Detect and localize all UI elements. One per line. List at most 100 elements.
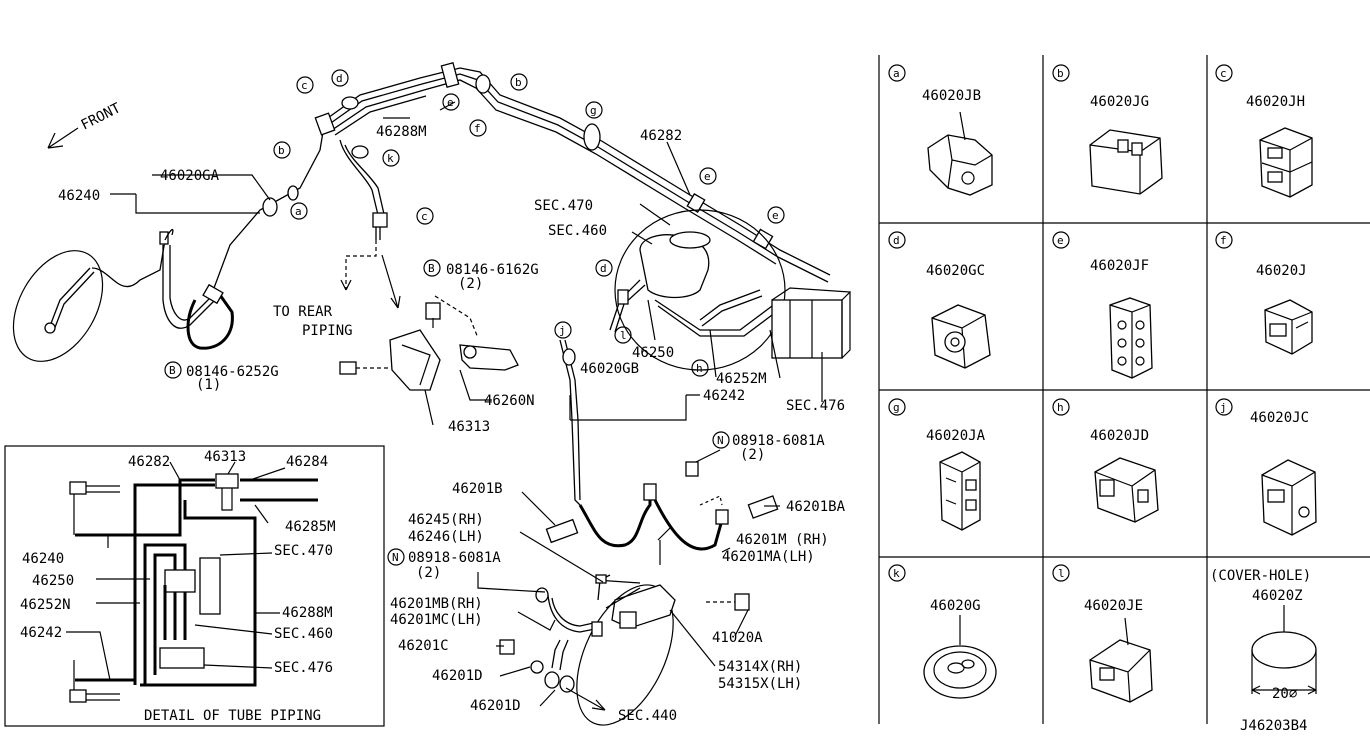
clip-key-g: g — [893, 401, 900, 414]
label-46201MB-rh: 46201MB(RH) — [390, 596, 483, 612]
detail-label-sec460: SEC.460 — [274, 626, 333, 642]
label-46020GB: 46020GB — [580, 361, 639, 377]
clip-part-46020GC: 46020GC — [926, 263, 985, 279]
label-46313: 46313 — [448, 419, 490, 435]
label-46201D-2: 46201D — [470, 698, 521, 714]
clip-parts-grid: a 46020JB b 46020JG c 46020JH — [878, 55, 1370, 724]
clip-key-c: c — [1220, 67, 1227, 80]
detail-label-46242: 46242 — [20, 625, 62, 641]
detail-title: DETAIL OF TUBE PIPING — [144, 708, 321, 724]
clip-part-46020JC: 46020JC — [1250, 410, 1309, 426]
abs-actuator — [771, 299, 843, 359]
label-46201MC-lh: 46201MC(LH) — [390, 612, 483, 628]
clip-cell-e: e 46020JF — [1052, 231, 1153, 379]
clip-part-46020JH: 46020JH — [1246, 94, 1305, 110]
clip-key-f: f — [1220, 234, 1227, 247]
label-46242: 46242 — [703, 388, 745, 404]
clip-part-46020JA: 46020JA — [926, 428, 986, 444]
diagram-code: J46203B4 — [1240, 718, 1307, 734]
callout-l-1: l — [620, 329, 627, 342]
detail-label-sec470: SEC.470 — [274, 543, 333, 559]
clip-46020JA-icon — [939, 451, 981, 531]
label-46288M: 46288M — [376, 124, 427, 140]
clip-46020JE-icon — [1089, 617, 1153, 703]
label-46245-rh: 46245(RH) — [408, 512, 484, 528]
clip-46020JF-icon — [1109, 297, 1153, 379]
label-46250: 46250 — [632, 345, 674, 361]
clip-key-l: l — [1058, 567, 1065, 580]
callout-k-1: k — [387, 152, 394, 165]
clip-cell-cover-hole: (COVER-HOLE) 46020Z 20∅ — [1210, 568, 1317, 702]
clip-part-46020JD: 46020JD — [1090, 428, 1149, 444]
clip-key-d: d — [893, 234, 900, 247]
clip-key-h: h — [1057, 401, 1064, 414]
brake-booster-outline — [614, 209, 786, 371]
clip-cell-l: l 46020JE — [1052, 564, 1153, 703]
detail-label-46284: 46284 — [286, 454, 328, 470]
clip-46020JC-icon — [1261, 459, 1317, 536]
clip-46020JD-icon — [1094, 457, 1159, 523]
clip-part-46020JG: 46020JG — [1090, 94, 1149, 110]
callout-bolt-b-1: B — [428, 262, 435, 275]
front-label: FRONT — [79, 100, 124, 134]
label-nut-08918-6081A-1: 08918-6081A — [732, 433, 825, 449]
callout-e-3: e — [772, 209, 779, 222]
clip-part-46020JE: 46020JE — [1084, 598, 1143, 614]
callout-nut-n-2: N — [392, 551, 399, 564]
label-bolt-08146-6162G: 08146-6162G — [446, 262, 539, 278]
clip-cell-f: f 46020J — [1215, 231, 1313, 355]
label-54315X-lh: 54315X(LH) — [718, 676, 802, 692]
clip-cell-k: k 46020G — [888, 564, 997, 699]
cover-hole-46020Z-icon: 20∅ — [1251, 605, 1317, 702]
callout-g-1: g — [590, 104, 597, 117]
callout-b-1: b — [278, 144, 285, 157]
clip-cell-c: c 46020JH — [1215, 64, 1313, 198]
cover-hole-diameter: 20∅ — [1272, 686, 1298, 702]
clip-key-e: e — [1057, 234, 1064, 247]
label-46020GA: 46020GA — [160, 168, 220, 184]
callout-a-1: a — [295, 205, 302, 218]
clip-key-j: j — [1220, 401, 1227, 414]
clip-part-46020Z: 46020Z — [1252, 588, 1303, 604]
detail-label-46313: 46313 — [204, 449, 246, 465]
clip-cell-b: b 46020JG — [1052, 64, 1163, 195]
clip-46020JG-icon — [1089, 129, 1163, 195]
callout-markers: c d b a k c e f b g e e d l j h B B N N — [164, 69, 785, 566]
clip-part-46020J: 46020J — [1256, 263, 1307, 279]
label-nut2-qty: (2) — [416, 565, 441, 581]
label-sec460: SEC.460 — [548, 223, 607, 239]
detail-label-46288M: 46288M — [282, 605, 333, 621]
callout-f-1: f — [474, 122, 481, 135]
detail-label-46252N: 46252N — [20, 597, 71, 613]
label-46246-lh: 46246(LH) — [408, 529, 484, 545]
callout-c-1: c — [301, 79, 308, 92]
detail-label-46285M: 46285M — [285, 519, 336, 535]
label-sec476: SEC.476 — [786, 398, 845, 414]
clip-cell-g: g 46020JA — [888, 398, 986, 531]
clip-46020JH-icon — [1259, 127, 1313, 198]
label-nut-08918-6081A-2: 08918-6081A — [408, 550, 501, 566]
detail-label-46282: 46282 — [128, 454, 170, 470]
label-sec440: SEC.440 — [618, 708, 677, 724]
label-sec470: SEC.470 — [534, 198, 593, 214]
clip-part-46020JB: 46020JB — [922, 88, 981, 104]
clip-part-46020G: 46020G — [930, 598, 981, 614]
label-46201D-1: 46201D — [432, 668, 483, 684]
label-46252M: 46252M — [716, 371, 767, 387]
callout-e-1: e — [447, 96, 454, 109]
clip-key-k: k — [893, 567, 900, 580]
label-bolt2-qty: (1) — [196, 377, 221, 393]
callout-c-2: c — [421, 210, 428, 223]
clip-46020GC-icon — [931, 304, 991, 369]
clip-cell-h: h 46020JD — [1052, 398, 1159, 523]
clip-key-b: b — [1057, 67, 1064, 80]
label-bolt-08146-6252G: 08146-6252G — [186, 364, 279, 380]
label-46201MA-lh: 46201MA(LH) — [722, 549, 815, 565]
clip-cell-a: a 46020JB — [888, 64, 993, 196]
label-nut1-qty: (2) — [740, 447, 765, 463]
detail-label-46250: 46250 — [32, 573, 74, 589]
callout-d-1: d — [336, 72, 343, 85]
detail-label-sec476: SEC.476 — [274, 660, 333, 676]
callout-j-1: j — [559, 324, 566, 337]
